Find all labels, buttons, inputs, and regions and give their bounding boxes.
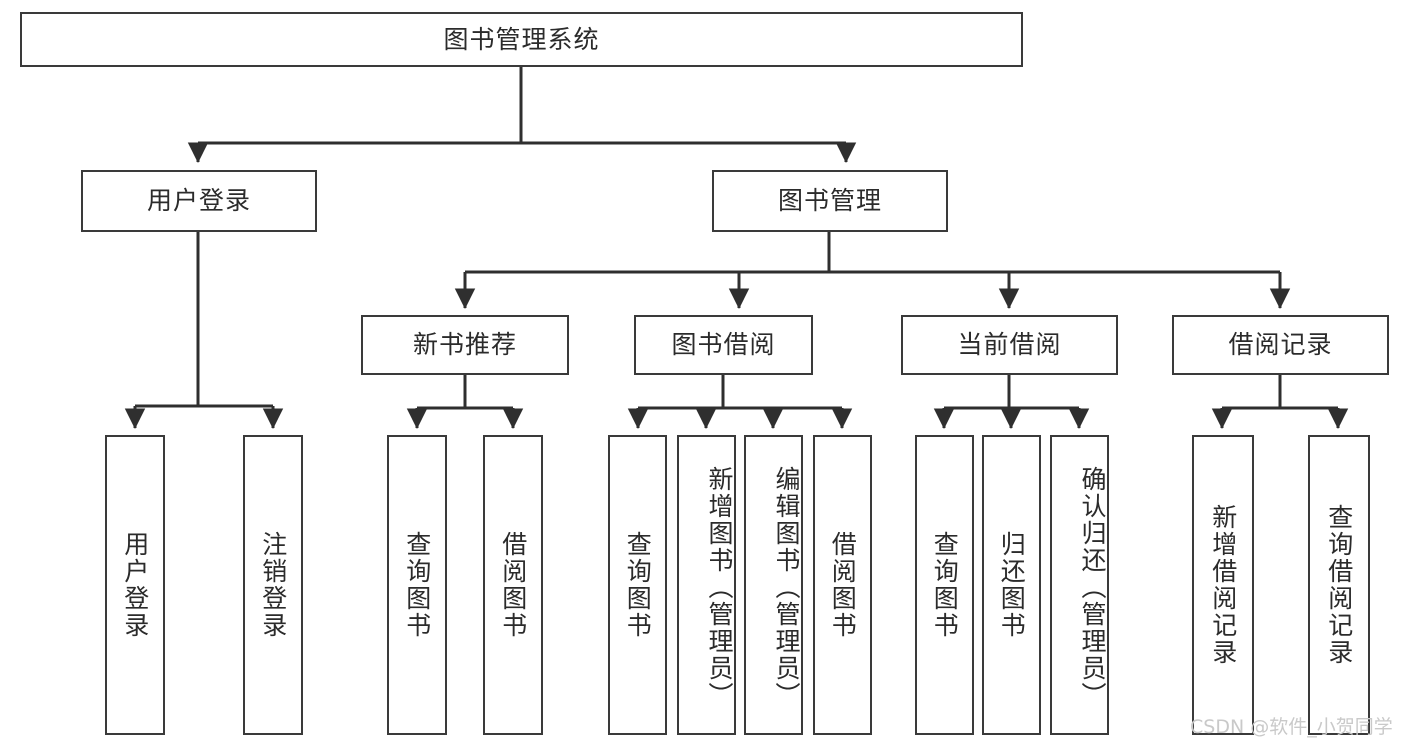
node-root-system[interactable]: 图书管理系统: [20, 12, 1023, 67]
node-label: 当前借阅: [957, 330, 1062, 360]
leaf-recommend-query-book[interactable]: 查询图书: [387, 435, 447, 735]
leaf-recommend-borrow-book[interactable]: 借阅图书: [483, 435, 543, 735]
node-new-book-recommend[interactable]: 新书推荐: [361, 315, 569, 375]
node-label: 查询图书: [402, 531, 432, 639]
leaf-borrow-borrow-book[interactable]: 借阅图书: [813, 435, 872, 735]
csdn-watermark: CSDN @软件_小贺同学: [1190, 716, 1393, 738]
node-label: 新增借阅记录: [1208, 504, 1238, 666]
node-label: 查询借阅记录: [1324, 504, 1354, 666]
leaf-user-login-signout[interactable]: 注销登录: [243, 435, 303, 735]
node-label: 借阅图书: [828, 531, 858, 639]
node-label: 借阅图书: [498, 531, 528, 639]
node-label: 图书管理系统: [443, 24, 600, 54]
node-label: 编辑图书（管理员）: [772, 465, 801, 709]
leaf-borrow-edit-book-admin[interactable]: 编辑图书（管理员）: [744, 435, 803, 735]
node-label: 新增图书（管理员）: [705, 465, 734, 709]
node-user-login[interactable]: 用户登录: [81, 170, 317, 232]
leaf-record-query-record[interactable]: 查询借阅记录: [1308, 435, 1370, 735]
leaf-borrow-query-book[interactable]: 查询图书: [608, 435, 667, 735]
leaf-current-confirm-return-admin[interactable]: 确认归还（管理员）: [1050, 435, 1109, 735]
leaf-record-add-record[interactable]: 新增借阅记录: [1192, 435, 1254, 735]
node-label: 用户登录: [120, 531, 150, 639]
node-label: 查询图书: [930, 531, 960, 639]
leaf-borrow-add-book-admin[interactable]: 新增图书（管理员）: [677, 435, 736, 735]
node-borrow-record[interactable]: 借阅记录: [1172, 315, 1389, 375]
leaf-user-login-signin[interactable]: 用户登录: [105, 435, 165, 735]
node-current-borrow[interactable]: 当前借阅: [901, 315, 1118, 375]
node-label: 图书借阅: [671, 330, 776, 360]
node-label: 用户登录: [146, 186, 251, 216]
node-label: 新书推荐: [412, 330, 517, 360]
node-label: 归还图书: [997, 531, 1027, 639]
node-label: 注销登录: [258, 531, 288, 639]
node-label: 查询图书: [623, 531, 653, 639]
leaf-current-query-book[interactable]: 查询图书: [915, 435, 974, 735]
leaf-current-return-book[interactable]: 归还图书: [982, 435, 1041, 735]
node-label: 图书管理: [777, 186, 882, 216]
node-label: 借阅记录: [1228, 330, 1333, 360]
node-book-management[interactable]: 图书管理: [712, 170, 948, 232]
node-book-borrow[interactable]: 图书借阅: [634, 315, 813, 375]
node-label: 确认归还（管理员）: [1078, 465, 1107, 709]
